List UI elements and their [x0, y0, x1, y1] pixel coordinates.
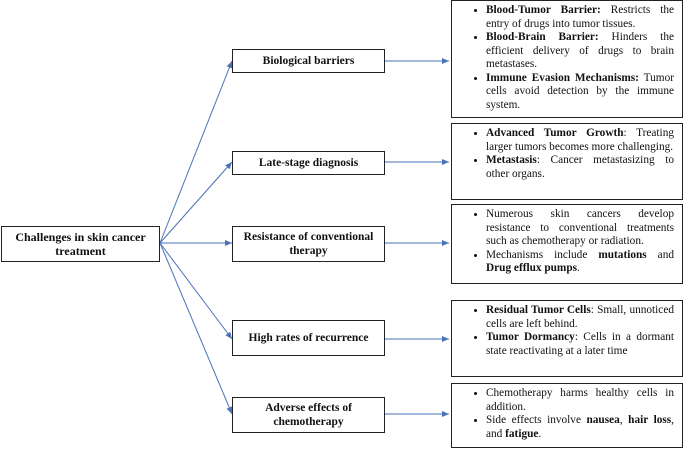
- detail-item: Side effects involve nausea, hair loss, …: [486, 414, 674, 441]
- detail-item: Blood-Tumor Barrier: Restricts the entry…: [486, 4, 674, 31]
- detail-item: Chemotherapy harms healthy cells in addi…: [486, 387, 674, 414]
- details-resistance: Numerous skin cancers develop resistance…: [451, 204, 683, 284]
- details-adverse-effects: Chemotherapy harms healthy cells in addi…: [451, 383, 683, 448]
- connector-root-to-adverse: [159, 242, 233, 415]
- detail-item: Advanced Tumor Growth: Treating larger t…: [486, 127, 674, 154]
- detail-item: Tumor Dormancy: Cells in a dormant state…: [486, 331, 674, 358]
- connector-root-to-barriers: [159, 60, 233, 244]
- branch-node-late-stage-diagnosis: Late-stage diagnosis: [232, 151, 385, 175]
- root-node: Challenges in skin cancer treatment: [1, 226, 160, 262]
- branch-node-recurrence: High rates of recurrence: [232, 320, 385, 356]
- branch-label: Biological barriers: [262, 55, 355, 67]
- connector-root-to-diagnosis: [159, 161, 233, 244]
- branch-label: Resistance of conventional therapy: [243, 231, 374, 257]
- root-label: Challenges in skin cancer treatment: [15, 230, 146, 258]
- branch-label: High rates of recurrence: [248, 332, 369, 344]
- details-recurrence: Residual Tumor Cells: Small, unnoticed c…: [451, 300, 683, 377]
- detail-item: Metastasis: Cancer metastasizing to othe…: [486, 154, 674, 181]
- details-biological-barriers: Blood-Tumor Barrier: Restricts the entry…: [451, 0, 683, 118]
- branch-label: Adverse effects of chemotherapy: [265, 402, 352, 428]
- branch-label: Late-stage diagnosis: [258, 157, 359, 169]
- detail-item: Blood-Brain Barrier: Hinders the efficie…: [486, 31, 674, 72]
- branch-node-biological-barriers: Biological barriers: [232, 49, 385, 73]
- detail-item: Numerous skin cancers develop resistance…: [486, 208, 674, 249]
- branch-node-resistance: Resistance of conventional therapy: [232, 226, 385, 262]
- detail-item: Immune Evasion Mechanisms: Tumor cells a…: [486, 72, 674, 113]
- details-late-stage-diagnosis: Advanced Tumor Growth: Treating larger t…: [451, 123, 683, 200]
- detail-item: Mechanisms include mutations and Drug ef…: [486, 249, 674, 276]
- branch-node-adverse-effects: Adverse effects of chemotherapy: [232, 397, 385, 433]
- connector-root-to-recurrence: [159, 242, 233, 340]
- detail-item: Residual Tumor Cells: Small, unnoticed c…: [486, 304, 674, 331]
